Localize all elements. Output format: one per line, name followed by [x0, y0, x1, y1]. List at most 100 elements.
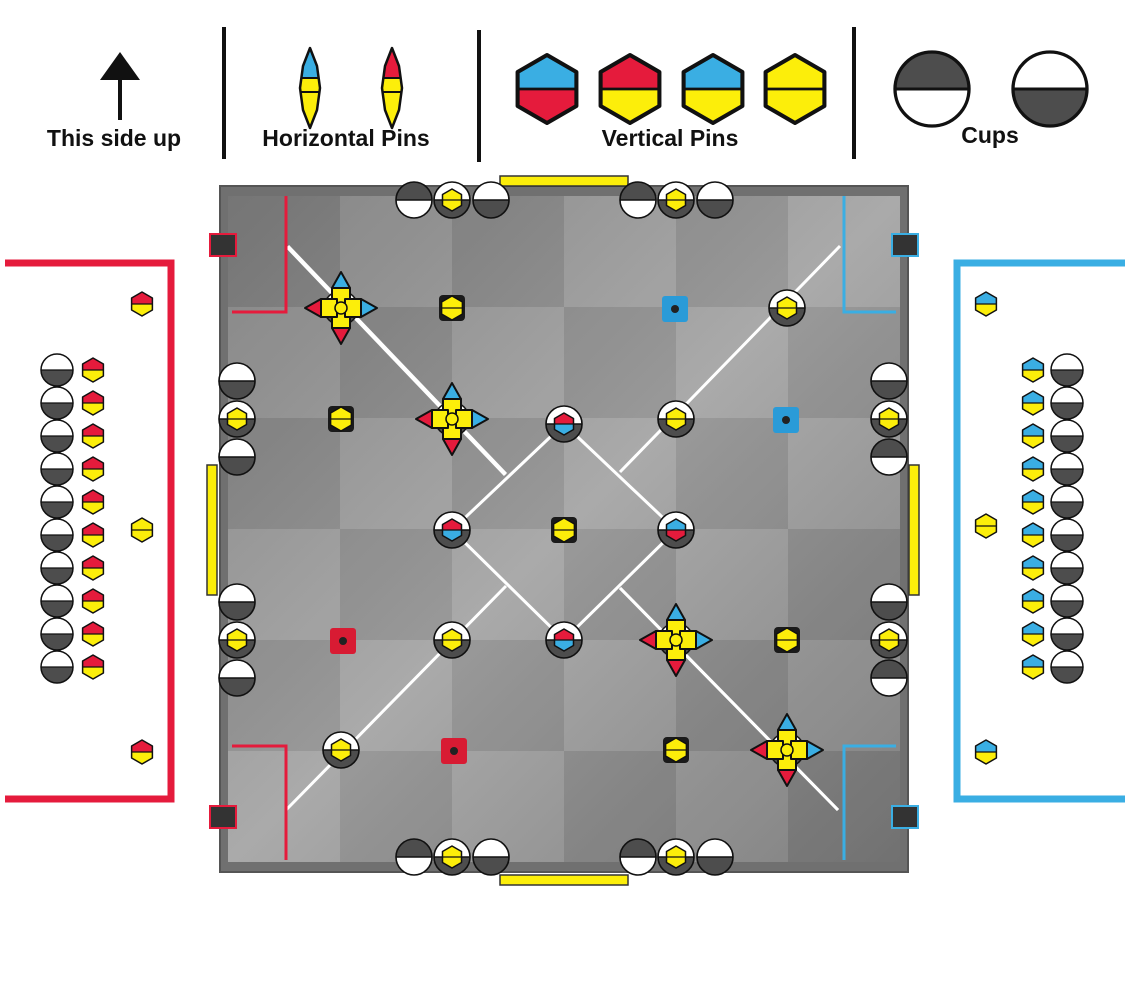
field-tile: [676, 529, 788, 640]
horizontal-pin-cluster-center-right: [639, 603, 713, 677]
vertical-pin-icon: [441, 845, 463, 869]
vertical-pin-icon: [81, 621, 105, 647]
cups-legend: Cups: [893, 50, 1089, 148]
field-tile: [340, 418, 452, 529]
vertical-pin-icon: [665, 518, 687, 542]
vertical-pin-icon: [553, 412, 575, 436]
cup-icon: [40, 518, 74, 552]
horizontal-pin-icon-blue-yellow: [298, 46, 322, 130]
vertical-pin-icon: [226, 628, 248, 652]
diagonal-line-se-double-2: [618, 586, 840, 812]
cup-icon: [1050, 353, 1084, 387]
cup-icon: [40, 551, 74, 585]
cup-icon: [1050, 617, 1084, 651]
vertical-pin-icon: [1021, 555, 1045, 581]
orientation-label: This side up: [47, 125, 181, 151]
field-tile: [564, 640, 676, 751]
field-tile: [340, 196, 452, 307]
cup-with-pin: [433, 621, 471, 659]
field-tile: [228, 307, 340, 418]
corner-posts: [209, 233, 919, 829]
field-tile: [228, 418, 340, 529]
goal-post-icon-top: [499, 175, 629, 187]
cup-icon: [395, 181, 433, 219]
legend-divider-2: [477, 30, 481, 162]
cup-icon: [395, 838, 433, 876]
cup-icon: [40, 617, 74, 651]
field-tile: [564, 307, 676, 418]
vertical-pin-icon: [776, 296, 798, 320]
cup-icon: [218, 362, 256, 400]
field-tile: [676, 418, 788, 529]
cup-with-pin: [545, 405, 583, 443]
cup-icon-dark-bottom: [1011, 50, 1089, 128]
vertical-pin-icon: [441, 188, 463, 212]
goals: [206, 175, 920, 886]
vertical-pin-icon: [1021, 654, 1045, 680]
arrow-shaft: [118, 78, 122, 120]
vertical-pin-icon: [81, 555, 105, 581]
arrow-up-icon: [100, 52, 140, 80]
cup-icon: [870, 583, 908, 621]
vertical-pin-on-base: [774, 627, 800, 653]
vertical-pin-icon: [81, 456, 105, 482]
field-tile: [676, 307, 788, 418]
field-tile: [228, 529, 340, 640]
cup-with-pin: [768, 289, 806, 327]
vertical-pin-icon: [1021, 621, 1045, 647]
field-tile: [564, 196, 676, 307]
vertical-pin-icon: [81, 423, 105, 449]
corner-zones: [232, 196, 896, 860]
field-tile: [228, 640, 340, 751]
blue-zone-border: [953, 259, 1125, 803]
vertical-pin-icon-blue-red: [515, 52, 579, 126]
cup-icon: [40, 353, 74, 387]
cup-with-pin: [657, 400, 695, 438]
orientation-legend: This side up: [47, 52, 181, 151]
cup-icon: [1050, 650, 1084, 684]
vertical-pin-icon: [130, 291, 154, 317]
field-lines: [284, 244, 842, 812]
field-tile: [788, 307, 900, 418]
cup-icon: [1050, 551, 1084, 585]
field-tile: [340, 529, 452, 640]
vertical-pin-icon: [1021, 357, 1045, 383]
vertical-pin-icon: [330, 738, 352, 762]
cup-with-pin: [433, 181, 471, 219]
cup-icon: [696, 181, 734, 219]
vertical-pin-icon: [878, 407, 900, 431]
horizontal-pins-legend: Horizontal Pins: [262, 46, 430, 151]
corner-post-icon-sw: [209, 805, 237, 829]
cup-icon: [619, 838, 657, 876]
cup-icon: [40, 419, 74, 453]
horizontal-pins-label: Horizontal Pins: [262, 125, 429, 151]
field-tile: [452, 640, 564, 751]
cup-icon: [218, 438, 256, 476]
goal-post-icon-right: [908, 464, 920, 596]
diagonal-line-ne: [618, 244, 842, 474]
vertical-pin-icon: [1021, 489, 1045, 515]
vertical-pin-icon: [878, 628, 900, 652]
field-tile: [676, 640, 788, 751]
cup-icon: [40, 485, 74, 519]
horizontal-pin-cluster-center-left: [415, 382, 489, 456]
vertical-pin-icon: [1021, 588, 1045, 614]
cup-with-pin: [870, 621, 908, 659]
vertical-pin-icon-yellow: [763, 52, 827, 126]
cup-icon: [870, 438, 908, 476]
horizontal-pin-icon: [750, 740, 784, 760]
cup-icon-dark-top: [893, 50, 971, 128]
legend-divider-3: [852, 27, 856, 159]
horizontal-pin-icon-red-yellow: [380, 46, 404, 130]
field-tile: [452, 751, 564, 862]
blue-alliance-zone: [953, 259, 1125, 803]
cup-with-pin: [657, 181, 695, 219]
legend-divider-1: [222, 27, 226, 159]
cup-with-pin: [218, 621, 256, 659]
vertical-pin-icon: [775, 627, 799, 653]
vertical-pin-icon: [226, 407, 248, 431]
red-start-zone-top: [232, 196, 288, 314]
horizontal-pin-icon: [304, 298, 338, 318]
cup-icon: [619, 181, 657, 219]
horizontal-pin-icon: [455, 409, 489, 429]
